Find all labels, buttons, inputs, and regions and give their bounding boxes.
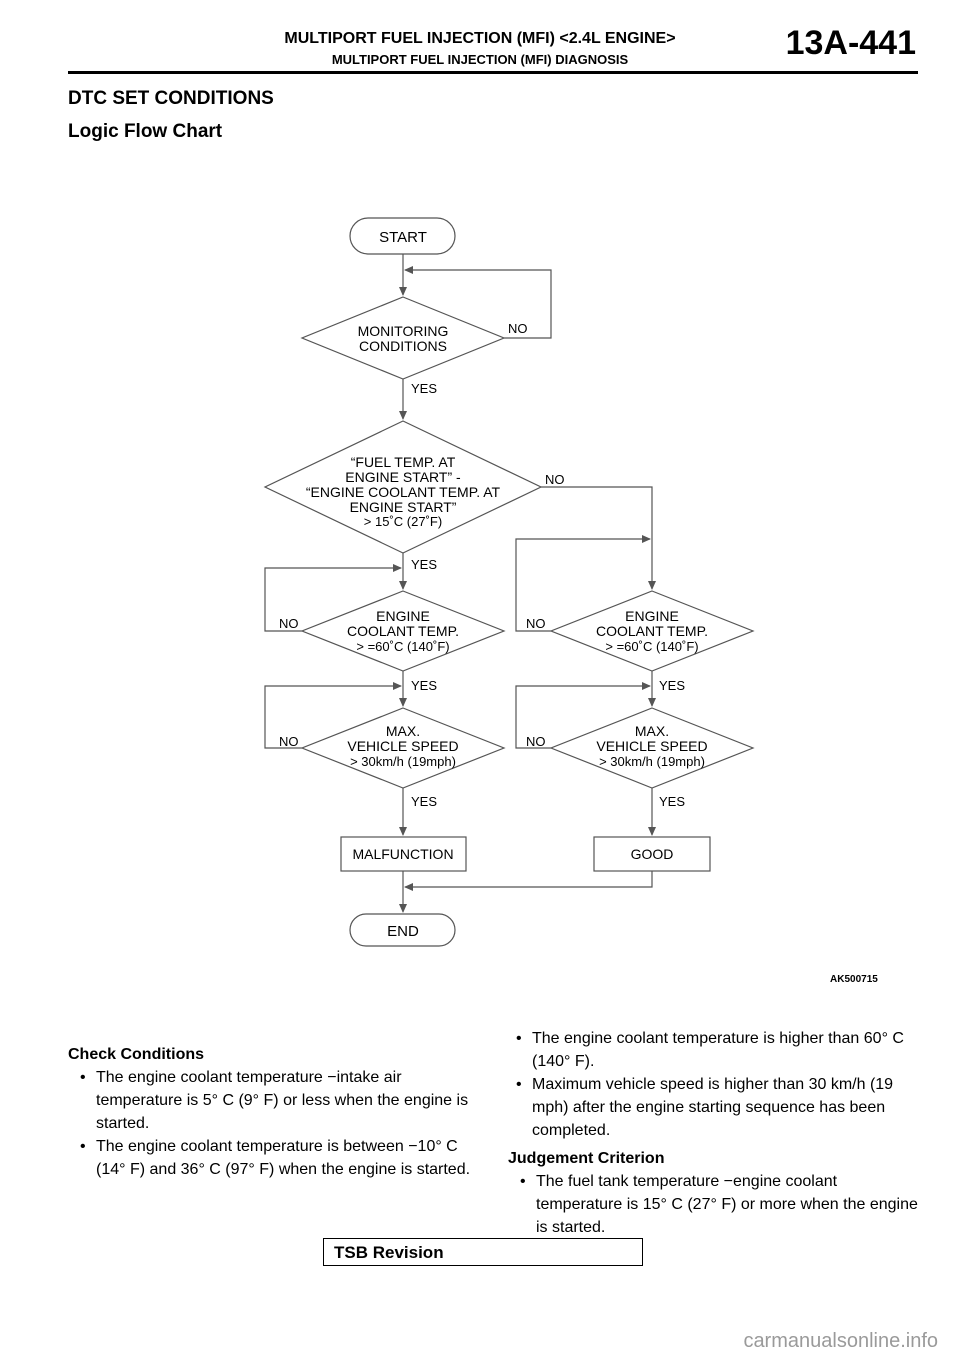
fuel-temp-line-1: “FUEL TEMP. AT: [351, 454, 456, 470]
coolant-left-line-2: COOLANT TEMP.: [347, 623, 459, 639]
check-condition-text: The engine coolant temperature −intake a…: [96, 1069, 469, 1132]
bullet-icon: •: [516, 1030, 522, 1047]
check-condition-text: The engine coolant temperature is higher…: [532, 1030, 904, 1070]
coolant-left-line-1: ENGINE: [376, 608, 430, 624]
fuel-temp-line-3: “ENGINE COOLANT TEMP. AT: [306, 484, 501, 500]
watermark-text: carmanualsonline.info: [743, 1330, 938, 1352]
speed-right-yes-label: YES: [659, 794, 685, 809]
malfunction-box: [340, 836, 467, 872]
speed-right-line-1: MAX.: [635, 723, 669, 739]
speed-left-line-2: VEHICLE SPEED: [347, 738, 458, 754]
monitoring-yes-label: YES: [411, 381, 437, 396]
speed-right-no-label: NO: [526, 734, 546, 749]
fuel-temp-no-label: NO: [545, 472, 565, 487]
check-condition-text: Maximum vehicle speed is higher than 30 …: [532, 1076, 894, 1139]
coolant-right-line-2: COOLANT TEMP.: [596, 623, 708, 639]
start-label: START: [379, 229, 427, 246]
speed-right-line-3: > 30km/h (19mph): [599, 754, 705, 769]
coolant-right-line-3: > =60˚C (140˚F): [605, 639, 698, 654]
fuel-temp-line-5: > 15˚C (27˚F): [364, 514, 442, 529]
header-subtitle: MULTIPORT FUEL INJECTION (MFI) DIAGNOSIS: [331, 52, 629, 67]
fuel-temp-line-4: ENGINE START”: [350, 499, 457, 515]
bullet-icon: •: [516, 1076, 522, 1093]
coolant-right-line-1: ENGINE: [625, 608, 679, 624]
list-item: • The fuel tank temperature −engine coola…: [512, 1170, 918, 1239]
malfunction-label: MALFUNCTION: [352, 846, 453, 862]
check-condition-text: The engine coolant temperature is betwee…: [96, 1138, 471, 1178]
monitoring-line-2: CONDITIONS: [359, 338, 447, 354]
speed-left-line-1: MAX.: [386, 723, 420, 739]
coolant-right-no-label: NO: [526, 616, 546, 631]
right-column: • The engine coolant temperature is highe…: [508, 1027, 918, 1239]
check-conditions-title: Check Conditions: [68, 1046, 205, 1063]
list-item: • The engine coolant temperature is highe…: [508, 1027, 918, 1073]
section-title: DTC SET CONDITIONS: [68, 88, 274, 109]
monitoring-line-1: MONITORING: [358, 323, 449, 339]
end-label: END: [387, 923, 419, 940]
tsb-revision-label: TSB Revision: [334, 1243, 444, 1262]
figure-id: AK500715: [830, 974, 878, 985]
tsb-revision-box: TSB Revision: [323, 1238, 643, 1266]
check-conditions-section: Check Conditions • The engine coolant tem…: [68, 1043, 480, 1181]
speed-left-line-3: > 30km/h (19mph): [350, 754, 456, 769]
check-conditions-list: • The engine coolant temperature −intake …: [72, 1066, 480, 1181]
list-item: • Maximum vehicle speed is higher than 30…: [508, 1073, 918, 1142]
coolant-right-yes-label: YES: [659, 678, 685, 693]
monitoring-no-label: NO: [508, 321, 528, 336]
bullet-icon: •: [520, 1173, 526, 1190]
logic-flow-chart: START MONITORING CONDITIONS “FUEL TEMP. …: [263, 217, 755, 947]
list-item: • The engine coolant temperature −intake …: [72, 1066, 480, 1135]
list-item: • The engine coolant temperature is betwe…: [72, 1135, 480, 1181]
coolant-left-no-label: NO: [279, 616, 299, 631]
end-terminal: [349, 913, 456, 947]
speed-left-yes-label: YES: [411, 794, 437, 809]
good-box: [593, 836, 711, 872]
judgement-criterion-title: Judgement Criterion: [508, 1150, 665, 1167]
coolant-left-line-3: > =60˚C (140˚F): [356, 639, 449, 654]
fuel-temp-yes-label: YES: [411, 557, 437, 572]
check-conditions-list-continued: • The engine coolant temperature is highe…: [508, 1027, 918, 1142]
bullet-icon: •: [80, 1138, 86, 1155]
fuel-temp-line-2: ENGINE START” -: [345, 469, 461, 485]
speed-left-no-label: NO: [279, 734, 299, 749]
coolant-left-yes-label: YES: [411, 678, 437, 693]
judgement-criterion-text: The fuel tank temperature −engine coolan…: [536, 1173, 918, 1236]
page-number: 13A-441: [785, 24, 916, 62]
good-label: GOOD: [631, 846, 674, 862]
bullet-icon: •: [80, 1069, 86, 1086]
subsection-title: Logic Flow Chart: [68, 121, 223, 142]
speed-right-line-2: VEHICLE SPEED: [596, 738, 707, 754]
judgement-criterion-list: • The fuel tank temperature −engine coola…: [512, 1170, 918, 1239]
header-title: MULTIPORT FUEL INJECTION (MFI) <2.4L ENG…: [284, 30, 676, 47]
header-divider: [68, 71, 918, 74]
